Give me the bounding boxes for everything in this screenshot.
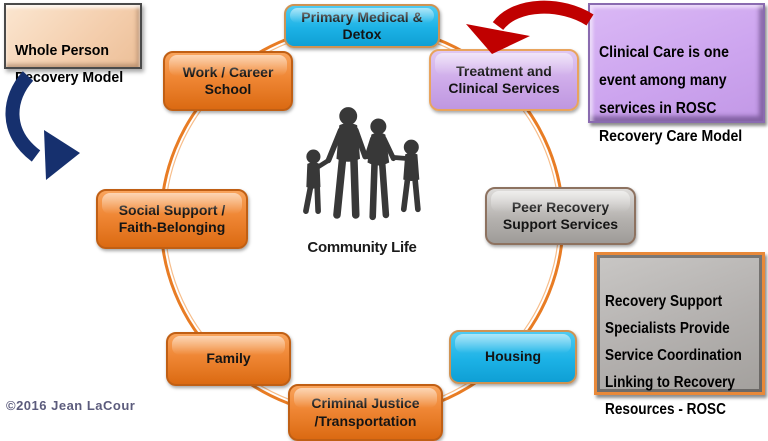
node-work-career-school: Work / Career School: [163, 51, 293, 111]
node-label: Social Support / Faith-Belonging: [118, 201, 226, 236]
node-housing: Housing: [449, 330, 577, 384]
family-silhouette-icon: [303, 107, 421, 221]
community-life-label: Community Life: [307, 239, 417, 256]
node-label: Primary Medical & Detox: [301, 8, 423, 43]
node-criminal-justice-transportation: Criminal Justice /Transportation: [288, 384, 443, 441]
callout-recovery-support: Recovery Support Specialists Provide Ser…: [594, 252, 765, 418]
node-label: Housing: [485, 348, 541, 365]
callout-whole-person-text: Whole Person Recovery Model: [15, 42, 124, 86]
node-peer-recovery-support: Peer Recovery Support Services: [485, 187, 636, 245]
node-label: Treatment and Clinical Services: [448, 62, 560, 97]
callout-recovery-support-text: Recovery Support Specialists Provide Ser…: [605, 293, 742, 418]
callout-clinical-care: Clinical Care is one event among many se…: [588, 3, 765, 145]
node-treatment-clinical-services: Treatment and Clinical Services: [429, 49, 579, 111]
callout-clinical-care-text: Clinical Care is one event among many se…: [599, 44, 743, 145]
node-label: Family: [206, 350, 251, 367]
node-primary-medical-detox: Primary Medical & Detox: [284, 4, 440, 48]
node-family: Family: [166, 332, 291, 386]
callout-whole-person: Whole Person Recovery Model: [4, 3, 142, 86]
node-label: Criminal Justice /Transportation: [311, 395, 420, 429]
copyright-watermark: ©2016 Jean LaCour: [6, 398, 136, 413]
node-social-support-faith: Social Support / Faith-Belonging: [96, 189, 248, 249]
node-label: Peer Recovery Support Services: [502, 198, 619, 233]
node-label: Work / Career School: [182, 63, 274, 98]
